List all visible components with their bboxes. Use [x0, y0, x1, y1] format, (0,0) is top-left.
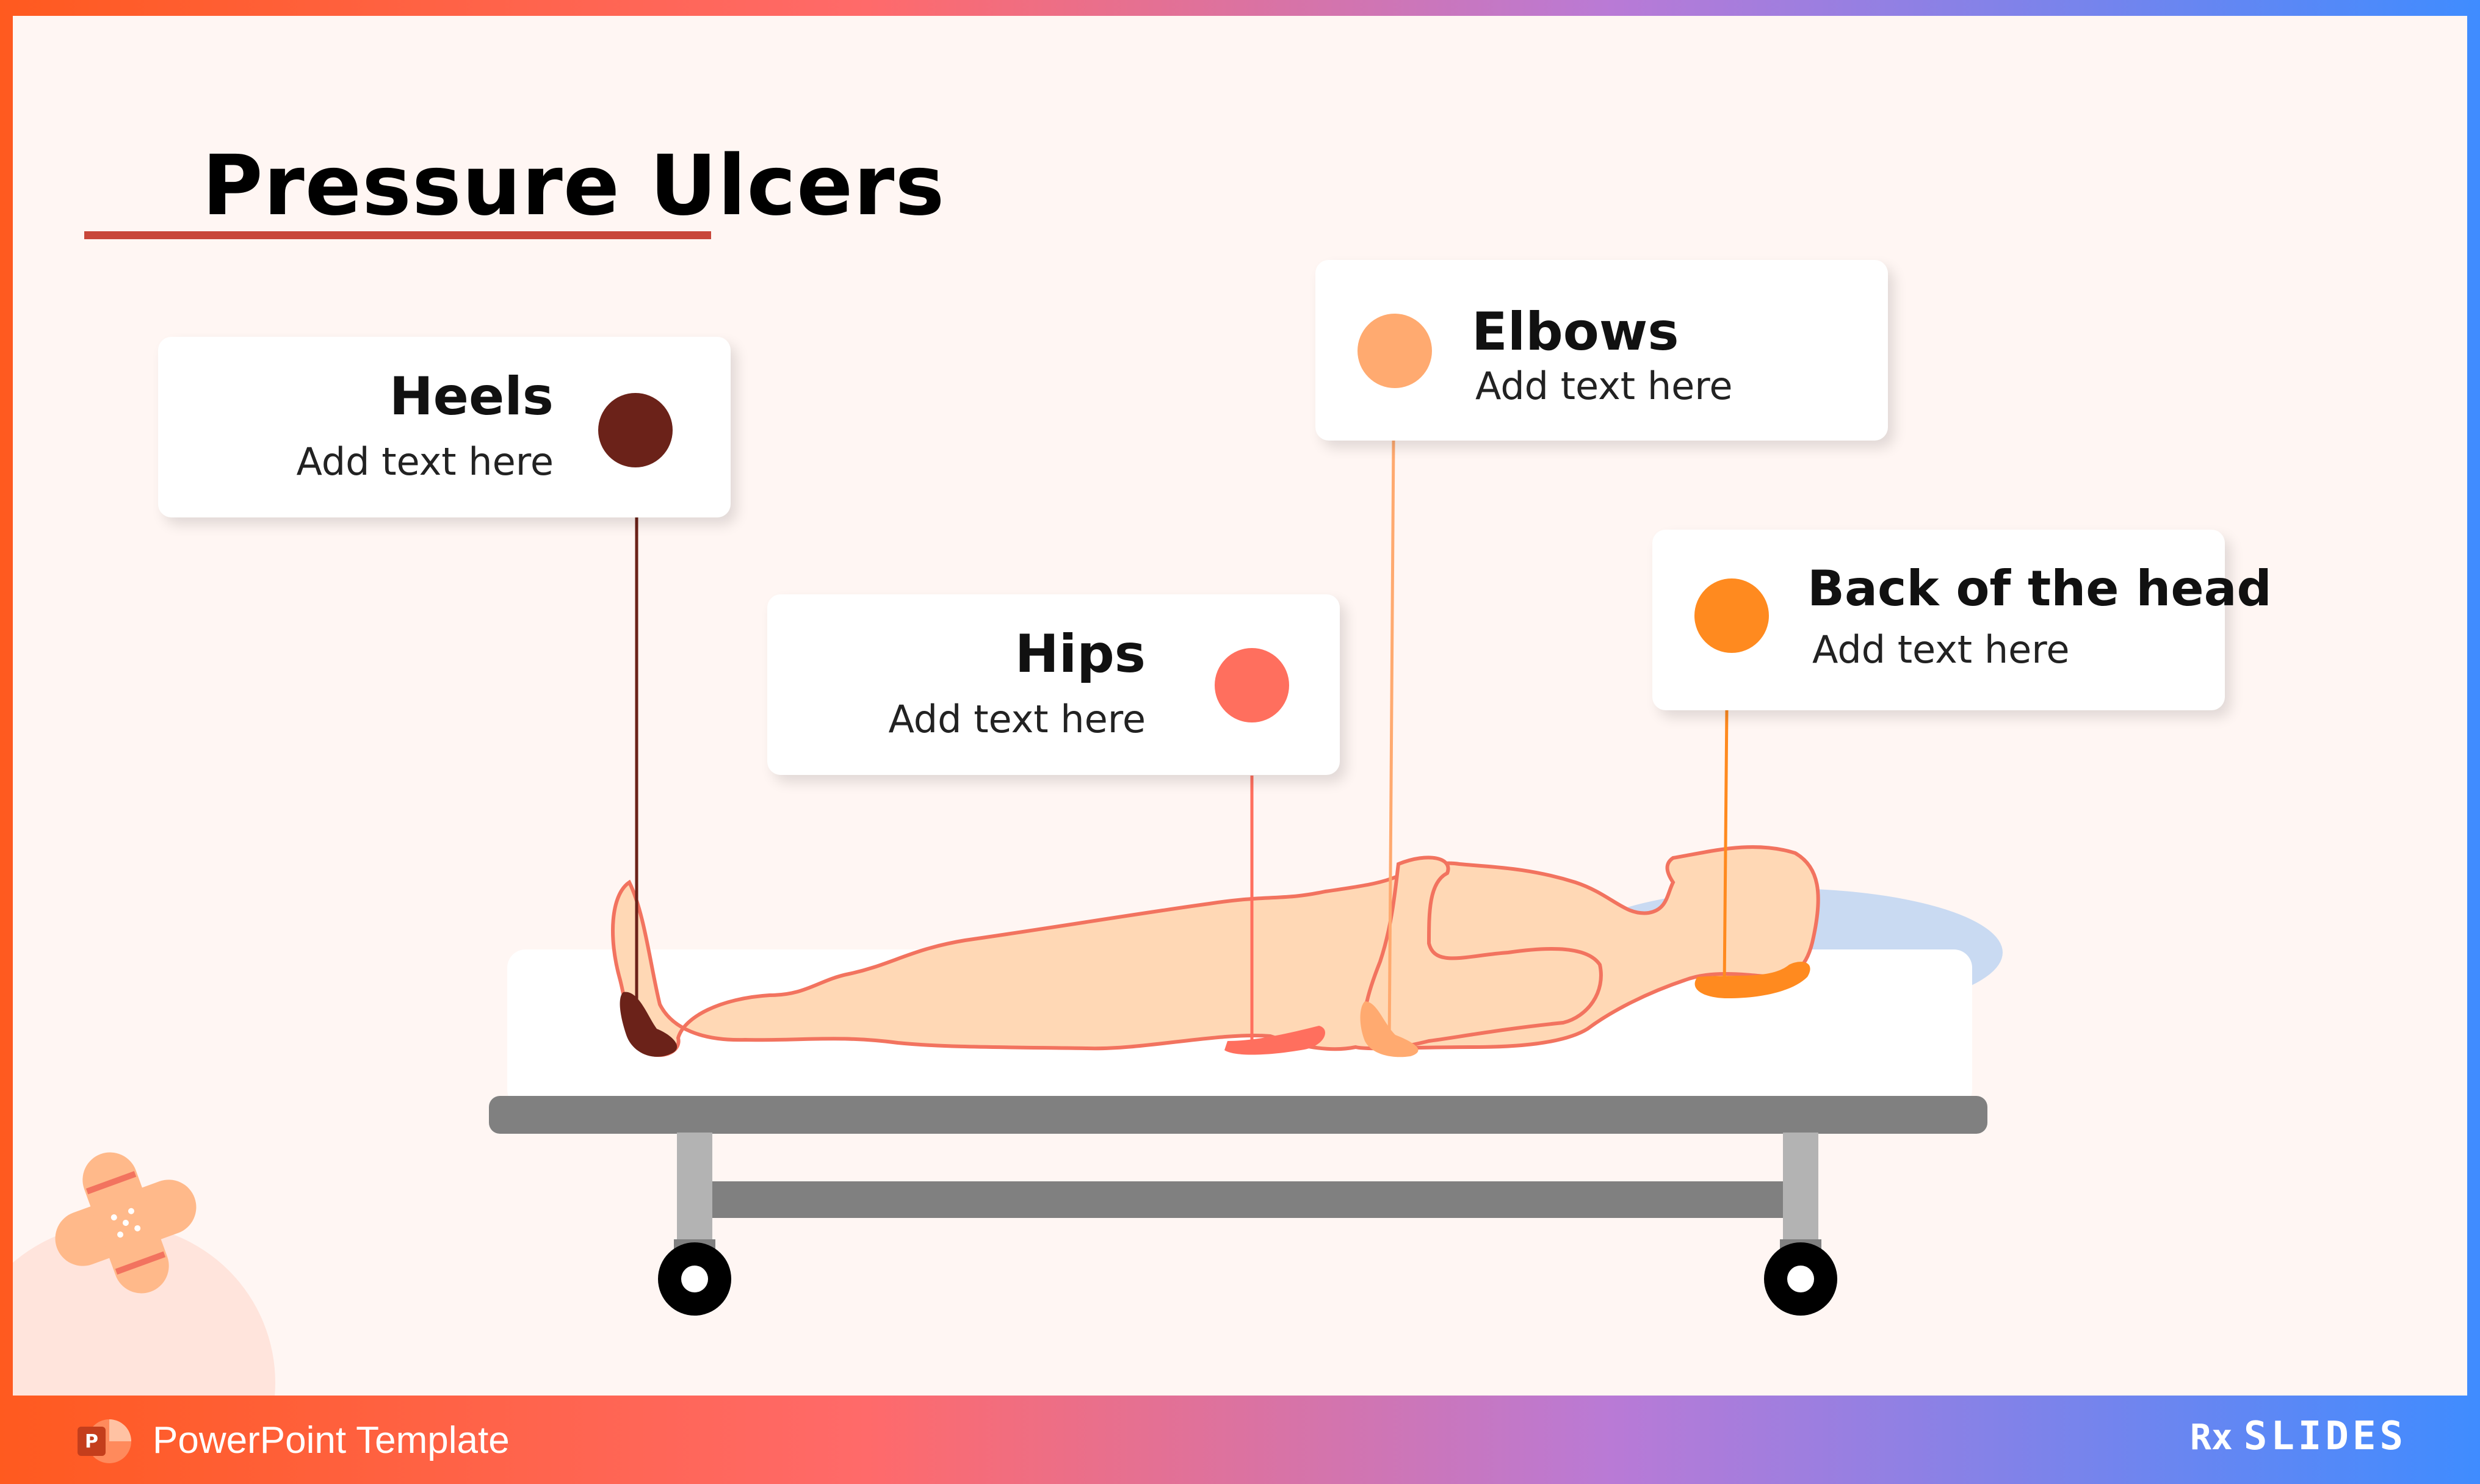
callout-heels-title: Heels: [389, 366, 554, 427]
connector-back-of-head: [1723, 708, 1729, 987]
callout-elbows: Elbows Add text here: [1315, 260, 1888, 441]
title-underline: [84, 231, 711, 239]
pressure-spot-hips: [1224, 1026, 1325, 1055]
bandage-icon: [55, 1152, 197, 1294]
callout-heels-text: Add text here: [296, 439, 554, 484]
svg-text:P: P: [85, 1431, 98, 1452]
slide: Pressure Ulcers: [13, 16, 2467, 1396]
back-of-head-marker-dot: [1694, 578, 1769, 653]
callout-back-of-head-text: Add text here: [1812, 627, 2070, 672]
heels-marker-dot: [598, 393, 673, 467]
pressure-spot-back-of-head: [1694, 962, 1810, 998]
callout-heels: Heels Add text here: [158, 337, 731, 517]
pressure-spot-heels: [620, 992, 678, 1057]
brand-name: SLIDES: [2243, 1414, 2407, 1459]
callout-elbows-title: Elbows: [1472, 301, 1679, 362]
callout-back-of-head: Back of the head Add text here: [1652, 530, 2272, 710]
bed-crossbar: [712, 1181, 1783, 1218]
hips-marker-dot: [1215, 648, 1289, 722]
connector-elbows: [1387, 439, 1395, 1048]
callout-back-of-head-title: Back of the head: [1807, 560, 2272, 617]
patient-illustration: [13, 439, 2003, 1396]
callout-hips: Hips Add text here: [767, 594, 1340, 775]
elbows-marker-dot: [1357, 314, 1432, 388]
callout-hips-text: Add text here: [888, 697, 1146, 741]
bed-rail: [489, 1096, 1987, 1134]
callout-elbows-text: Add text here: [1475, 364, 1733, 408]
slide-title: Pressure Ulcers: [202, 138, 945, 234]
callout-hips-title: Hips: [1014, 624, 1146, 685]
decor-circle: [13, 1224, 275, 1396]
powerpoint-icon: P: [78, 1419, 131, 1463]
brand-mark: Rx: [2189, 1416, 2233, 1458]
footer-label: PowerPoint Template: [153, 1419, 510, 1461]
